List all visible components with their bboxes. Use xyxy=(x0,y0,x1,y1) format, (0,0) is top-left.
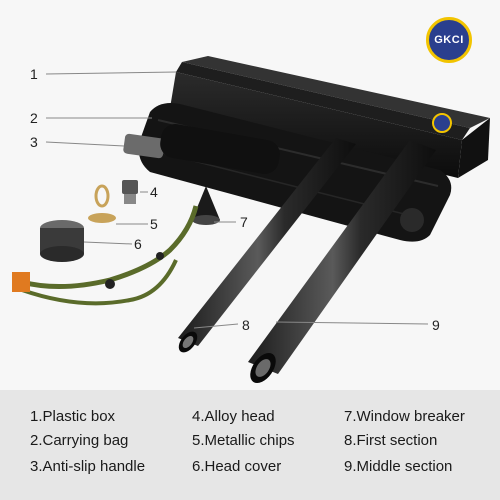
callout-2: 2 xyxy=(30,110,38,126)
window-breaker xyxy=(192,186,220,225)
callout-9: 9 xyxy=(432,317,440,333)
legend-item-4: 4.Alloy head xyxy=(192,408,275,425)
callout-3: 3 xyxy=(30,134,38,150)
legend-item-8: 8.First section xyxy=(344,432,438,449)
anti-slip-handle xyxy=(123,124,280,174)
brand-logo: GKCI xyxy=(426,17,472,63)
head-cover xyxy=(40,220,84,262)
alloy-head xyxy=(122,180,138,204)
product-illustration: 1 2 3 4 5 6 7 8 9 xyxy=(12,56,490,384)
callout-4: 4 xyxy=(150,184,158,200)
lanyard xyxy=(12,205,199,306)
callout-1: 1 xyxy=(30,66,38,82)
legend-item-3: 3.Anti-slip handle xyxy=(30,458,146,475)
box-logo-icon xyxy=(432,113,452,133)
parts-legend: 1.Plastic box 2.Carrying bag 3.Anti-slip… xyxy=(0,390,500,500)
legend-item-2: 2.Carrying bag xyxy=(30,432,129,449)
brand-logo-text: GKCI xyxy=(434,34,464,46)
callout-8: 8 xyxy=(242,317,250,333)
callout-6: 6 xyxy=(134,236,142,252)
product-photo: 1 2 3 4 5 6 7 8 9 GKCI xyxy=(12,17,490,384)
legend-item-1: 1.Plastic box xyxy=(30,408,116,425)
metallic-chips xyxy=(88,184,116,223)
callout-5: 5 xyxy=(150,216,158,232)
plastic-box xyxy=(170,56,490,178)
first-section-rod xyxy=(178,138,356,353)
callout-lines xyxy=(45,71,429,329)
legend-item-6: 6.Head cover xyxy=(192,458,282,475)
middle-section-rod xyxy=(248,140,436,384)
callout-7: 7 xyxy=(240,214,248,230)
legend-item-5: 5.Metallic chips xyxy=(192,432,295,449)
legend-item-9: 9.Middle section xyxy=(344,458,453,475)
legend-item-7: 7.Window breaker xyxy=(344,408,465,425)
